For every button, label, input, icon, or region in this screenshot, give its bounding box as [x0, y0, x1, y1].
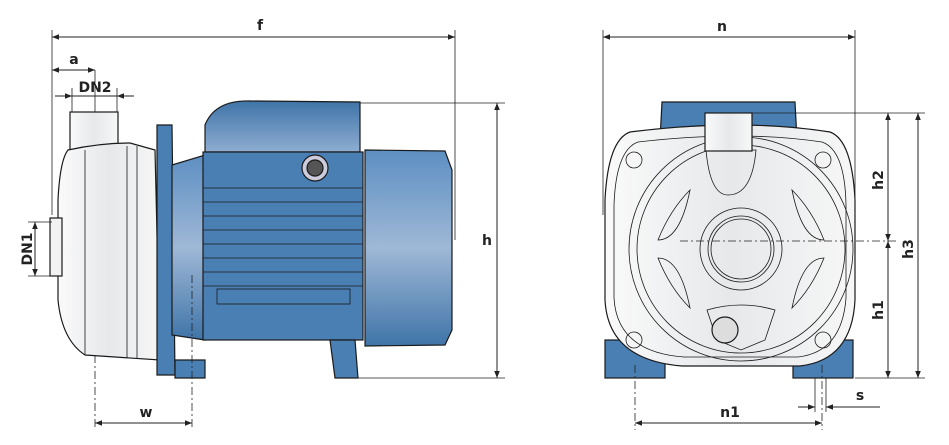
front-view: n h2 h1 h3 n1 s [602, 19, 925, 430]
bolt-icon [625, 151, 643, 169]
label-s: s [856, 388, 864, 404]
motor-fins [203, 187, 363, 287]
label-n: n [717, 19, 727, 35]
label-h2: h2 [871, 170, 887, 190]
bolt-icon [814, 151, 832, 169]
drain-plug-icon [711, 316, 739, 344]
label-h: h [482, 233, 492, 249]
pump-side-drawing [49, 100, 453, 379]
pump-front-drawing [604, 101, 856, 379]
label-dn2: DN2 [78, 80, 111, 96]
label-h3: h3 [901, 239, 917, 259]
label-f: f [257, 18, 264, 34]
label-h1: h1 [871, 300, 887, 320]
side-view: f a DN2 DN1 h w [20, 18, 505, 430]
bolt-icon [625, 331, 643, 349]
label-dn1: DN1 [20, 232, 36, 265]
label-a: a [69, 52, 78, 68]
bolt-icon [814, 331, 832, 349]
label-n1: n1 [720, 405, 740, 421]
label-w: w [140, 405, 153, 421]
